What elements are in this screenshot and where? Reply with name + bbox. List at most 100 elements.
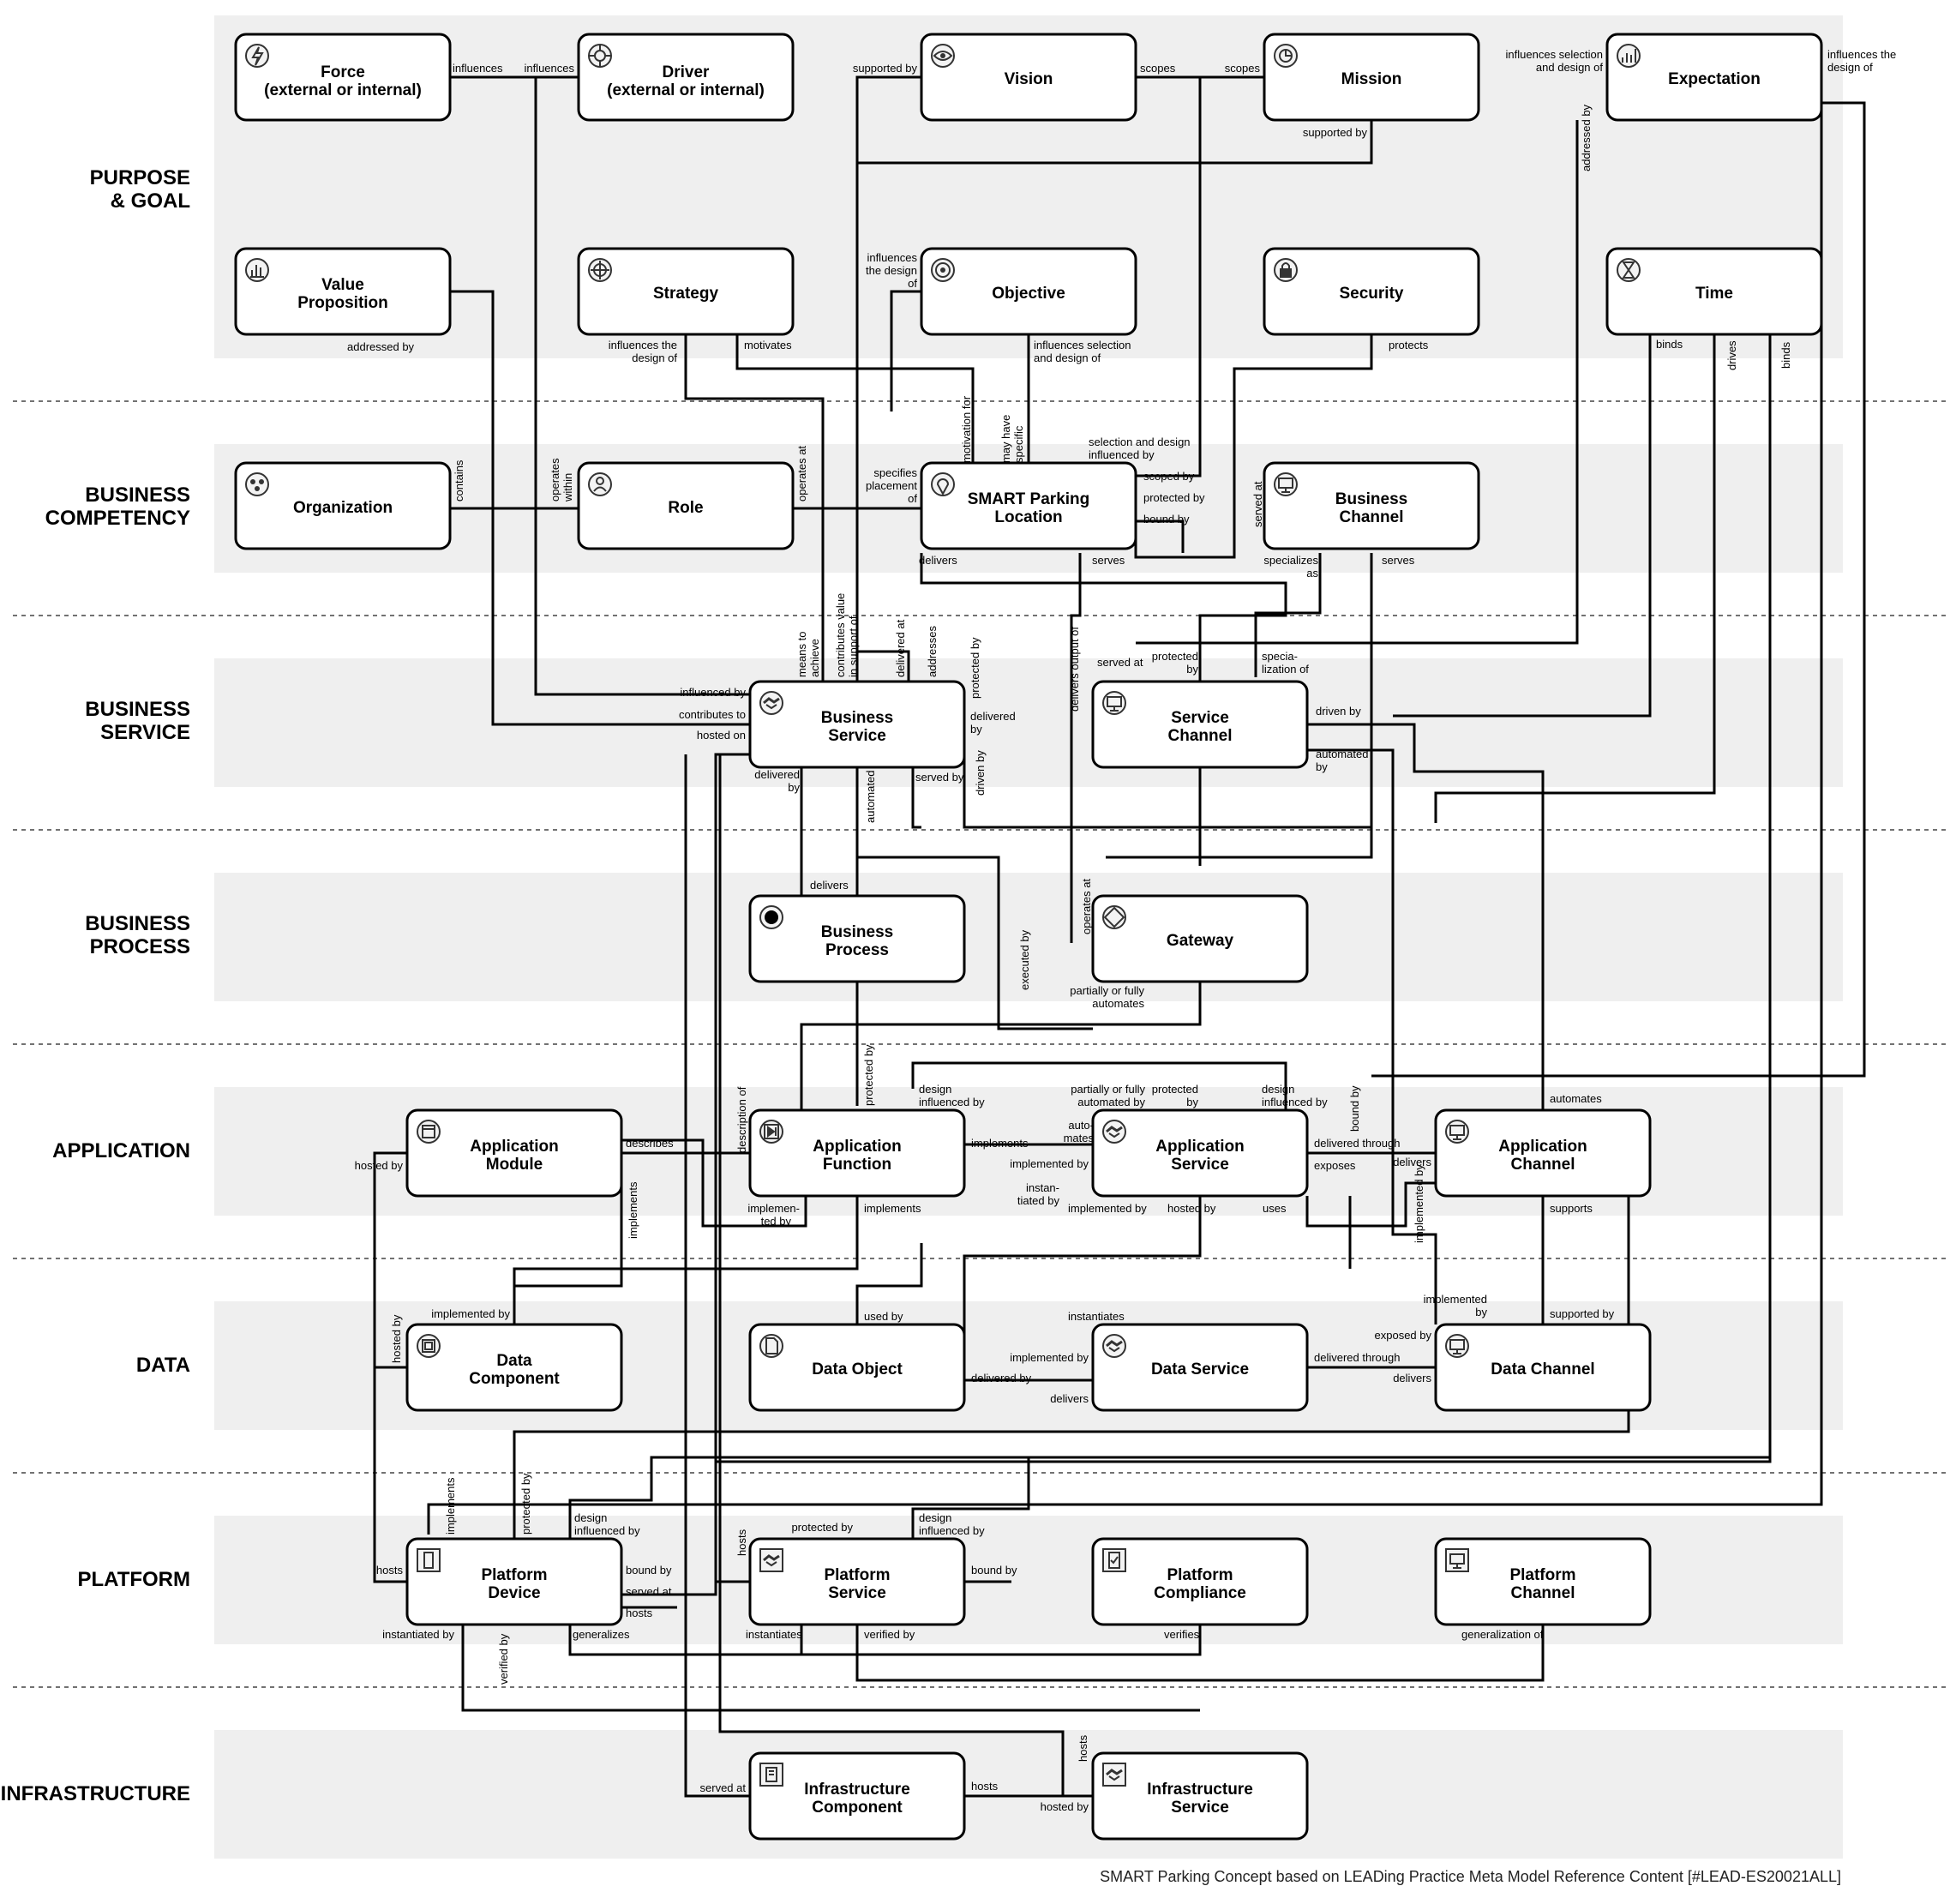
handshake-icon <box>759 691 783 715</box>
lane-label-infrastructure: INFRASTRUCTURE <box>1 1782 190 1805</box>
force-box[interactable]: Force(external or internal) <box>234 33 452 122</box>
relation-label: generalizes <box>573 1628 630 1641</box>
organization-icon <box>245 472 269 496</box>
relation-label: delivered by <box>971 1372 1032 1384</box>
svg-text:Objective: Objective <box>992 285 1065 303</box>
svg-text:Role: Role <box>668 499 703 517</box>
relation-label: contributes value <box>834 593 847 677</box>
relation-label: protects <box>1389 339 1429 351</box>
relation-label: influences selection <box>1034 339 1131 351</box>
object-boxes: Force(external or internal) Driver(exter… <box>234 33 1823 1841</box>
gateway-box[interactable]: Gateway <box>1091 894 1309 983</box>
relation-label: serves <box>1382 554 1415 567</box>
relation-label: executed by <box>1018 929 1031 990</box>
svg-text:Vision: Vision <box>1005 70 1053 88</box>
relation-label: partially or fully <box>1070 984 1144 997</box>
relation-label: mates <box>1064 1132 1095 1144</box>
data-channel-box[interactable]: Data Channel <box>1434 1323 1652 1412</box>
relation-label: within <box>561 473 574 502</box>
relation-label: supported by <box>1550 1307 1615 1320</box>
relation-label: by <box>788 781 800 794</box>
relation-label: delivers <box>1393 1372 1431 1384</box>
component-icon <box>417 1334 441 1358</box>
relation-label: specializes <box>1263 554 1318 567</box>
relation-label: describes <box>626 1137 674 1150</box>
relation-label: influences <box>453 62 503 75</box>
gateway-icon <box>1102 905 1126 929</box>
channel-icon <box>1274 472 1298 496</box>
relation-label: addressed by <box>1580 104 1593 171</box>
relation-label: instantiated by <box>382 1628 454 1641</box>
relation-label: implemented by <box>1010 1351 1089 1364</box>
relation-label: exposed by <box>1375 1329 1432 1342</box>
lane-label-purpose-goal: PURPOSE& GOAL <box>90 166 190 213</box>
relation-label: influenced by <box>574 1524 640 1537</box>
location-pin-icon <box>931 472 955 496</box>
relation-label: design <box>919 1083 951 1096</box>
process-icon <box>759 905 783 929</box>
relation-label: scoped by <box>1143 470 1195 483</box>
relation-label: influences <box>524 62 574 75</box>
security-box[interactable]: Security <box>1263 247 1480 336</box>
svg-text:Data Object: Data Object <box>812 1360 903 1378</box>
time-box[interactable]: Time <box>1605 247 1823 336</box>
relation-label: verifies <box>1164 1628 1200 1641</box>
relation-label: automates <box>1092 997 1144 1010</box>
driver-box[interactable]: Driver(external or internal) <box>577 33 795 122</box>
strategy-box[interactable]: Strategy <box>577 247 795 336</box>
relation-label: delivers <box>1050 1392 1089 1405</box>
relation-label: by <box>1186 663 1198 676</box>
relation-label: protected by <box>519 1473 532 1535</box>
relation-label: achieve <box>808 639 821 677</box>
objective-box[interactable]: Objective <box>920 247 1137 336</box>
mission-box[interactable]: Mission <box>1263 33 1480 122</box>
relation-label: delivered through <box>1314 1137 1400 1150</box>
expectation-box[interactable]: Expectation <box>1605 33 1823 122</box>
driver-icon <box>588 44 612 68</box>
relation-label: design <box>919 1511 951 1524</box>
organization-box[interactable]: Organization <box>234 461 452 550</box>
relation-label: hosted by <box>355 1159 404 1172</box>
relation-label: protected by <box>791 1521 853 1534</box>
relation-label: scopes <box>1225 62 1261 75</box>
data-object-box[interactable]: Data Object <box>748 1323 966 1412</box>
relation-label: partially or fully <box>1071 1083 1145 1096</box>
relation-label: contributes to <box>679 708 746 721</box>
relation-label: implemented <box>1424 1293 1487 1306</box>
relation-label: in support of <box>847 616 860 677</box>
footer-caption: SMART Parking Concept based on LEADing P… <box>1100 1868 1841 1885</box>
relation-label: influences the <box>609 339 677 351</box>
relation-label: supports <box>1550 1202 1593 1215</box>
relation-label: specifies <box>873 466 917 479</box>
relation-label: served at <box>1251 481 1264 527</box>
role-box[interactable]: Role <box>577 461 795 550</box>
relation-label: bound by <box>971 1564 1017 1577</box>
vision-box[interactable]: Vision <box>920 33 1137 122</box>
relation-label: delivers <box>1393 1156 1431 1168</box>
data-service-box[interactable]: Data Service <box>1091 1323 1309 1412</box>
